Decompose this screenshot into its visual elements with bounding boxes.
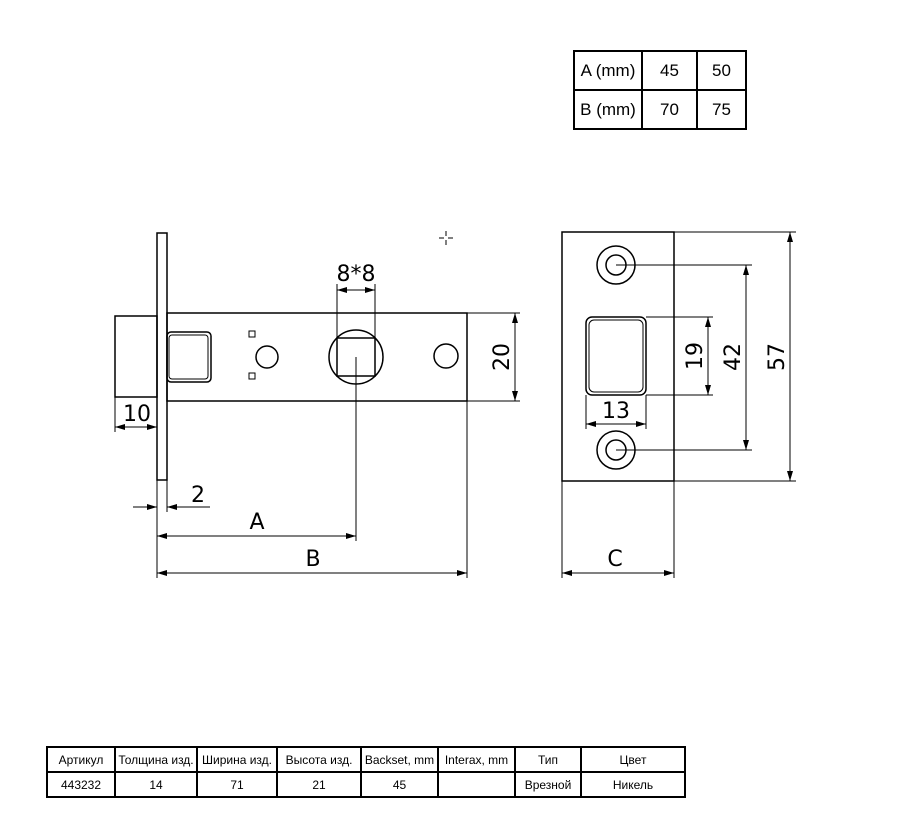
column-header: Артикул [46, 746, 116, 773]
table-row: A (mm) 45 50 [573, 50, 747, 91]
spindle-dim-label: 8*8 [337, 262, 376, 287]
latch-window [166, 331, 212, 383]
cell: Врезной [514, 771, 582, 798]
faceplate-thickness-dim-label: 2 [191, 483, 205, 508]
faceplate [156, 232, 168, 481]
backset-dim-label: A [249, 510, 264, 535]
cell: 71 [196, 771, 278, 798]
row-label: B (mm) [573, 89, 643, 130]
strike-height-dim-label: 57 [765, 343, 790, 371]
row-label: A (mm) [573, 50, 643, 91]
cell [437, 771, 516, 798]
column-header: Backset, mm [360, 746, 439, 773]
cell: 14 [114, 771, 198, 798]
slot-height-dim-label: 19 [683, 342, 708, 370]
cell: 45 [641, 50, 698, 91]
body-height-dim-label: 20 [490, 343, 515, 371]
table-row: B (mm) 70 75 [573, 89, 747, 130]
table-header-row: Артикул Толщина изд. Ширина изд. Высота … [46, 746, 686, 773]
size-table: A (mm) 45 50 B (mm) 70 75 [573, 50, 747, 130]
cell: 75 [696, 89, 747, 130]
cell: Никель [580, 771, 686, 798]
cell: 70 [641, 89, 698, 130]
strike-slot [585, 316, 647, 396]
latch-dimensions [114, 231, 520, 578]
strike-plate [561, 231, 675, 482]
latch-projection-dim-label: 10 [123, 402, 151, 427]
column-header: Тип [514, 746, 582, 773]
hole-spacing-dim-label: 42 [721, 343, 746, 371]
slot-width-dim-label: 13 [602, 399, 630, 424]
table-row: 443232 14 71 21 45 Врезной Никель [46, 771, 686, 798]
column-header: Высота изд. [276, 746, 362, 773]
latch-bolt [114, 315, 158, 398]
cell: 50 [696, 50, 747, 91]
strike-width-dim-label: C [607, 547, 622, 572]
column-header: Ширина изд. [196, 746, 278, 773]
strike-dimensions [561, 231, 796, 578]
depth-dim-label: B [305, 547, 320, 572]
lock-body [166, 312, 468, 402]
column-header: Цвет [580, 746, 686, 773]
column-header: Interax, mm [437, 746, 516, 773]
cell: 45 [360, 771, 439, 798]
cell: 443232 [46, 771, 116, 798]
latch-side-view [114, 232, 468, 481]
cell: 21 [276, 771, 362, 798]
column-header: Толщина изд. [114, 746, 198, 773]
strike-plate-view [561, 231, 675, 482]
spec-table: Артикул Толщина изд. Ширина изд. Высота … [46, 746, 686, 798]
